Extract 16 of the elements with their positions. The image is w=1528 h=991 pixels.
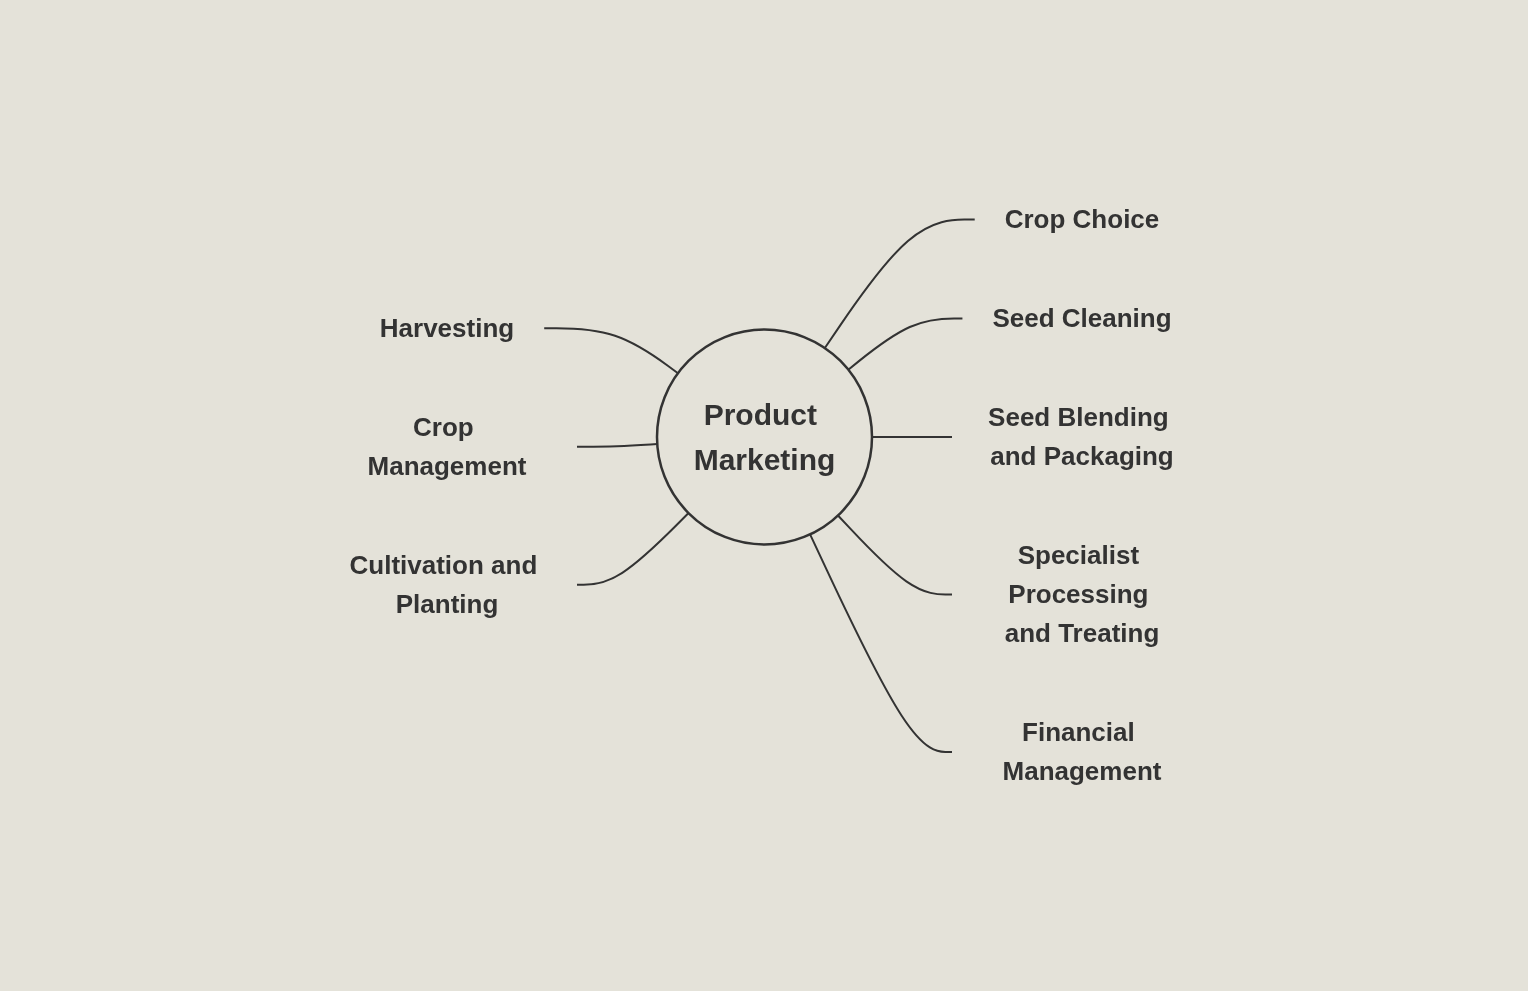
node-text: Crop Management [367,411,526,481]
connector [542,327,679,375]
node-text: Crop Choice [1004,204,1159,234]
connector [836,514,953,596]
node-text: Seed Blending and Packaging [987,402,1174,471]
node-text: Harvesting [379,312,514,343]
connector [808,533,953,753]
connector [846,317,963,371]
connector [575,443,658,448]
node-text: Seed Cleaning [991,303,1172,333]
node-text: Specialist Processing and Treating [1004,540,1159,648]
node-circle: Product Marketing [655,328,873,546]
connector [823,218,976,350]
node-text: Cultivation and Planting [349,549,537,619]
connector [575,512,690,586]
node-text: Financial Management [1002,717,1161,786]
